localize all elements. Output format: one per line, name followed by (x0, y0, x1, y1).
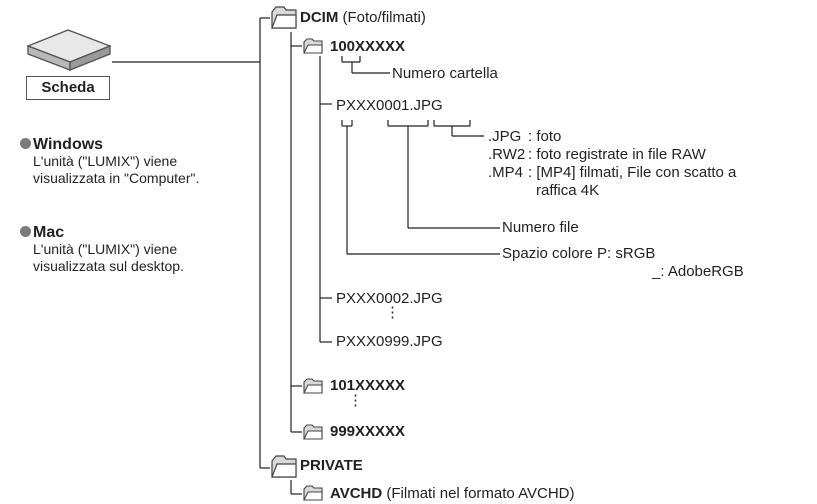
vdots-folders: ⋮ (348, 392, 363, 409)
bullet-icon (20, 138, 31, 149)
folder-icon (271, 455, 297, 478)
ext-mp4: .MP4 (488, 164, 524, 181)
mac-section: Mac L'unità ("LUMIX") viene visualizzata… (20, 224, 184, 275)
avchd-desc: (Filmati nel formato AVCHD) (382, 485, 575, 502)
ext-jpg: .JPG (488, 128, 522, 145)
ext-jpg-desc: : foto (528, 128, 562, 145)
sd-card-drive-icon (26, 29, 112, 71)
windows-title: Windows (33, 136, 104, 153)
file-number-label: Numero file (502, 219, 579, 236)
folder-number-label: Numero cartella (392, 65, 498, 82)
windows-section: Windows L'unità ("LUMIX") viene visualiz… (20, 136, 199, 187)
ext-rw2: .RW2 (488, 146, 526, 163)
folder-icon (303, 485, 323, 501)
folder-999-label: 999XXXXX (330, 423, 406, 440)
color-space-label2: _: AdobeRGB (652, 263, 744, 280)
ext-mp4-desc2: raffica 4K (536, 182, 600, 199)
color-space-label: Spazio colore P: sRGB (502, 245, 656, 262)
avchd-name: AVCHD (330, 485, 383, 502)
windows-line2: visualizzata in "Computer". (33, 170, 200, 186)
avchd-folder-label: AVCHD (Filmati nel formato AVCHD) (330, 485, 575, 502)
dcim-folder-label: DCIM (Foto/filmati) (300, 9, 426, 26)
file-0002-label: PXXX0002.JPG (336, 290, 443, 307)
bullet-icon (20, 226, 31, 237)
mac-line2: visualizzata sul desktop. (33, 258, 184, 274)
folder-icon (303, 378, 323, 394)
card-label: Scheda (26, 76, 110, 100)
mac-line1: L'unità ("LUMIX") viene (33, 241, 178, 257)
ext-rw2-desc: : foto registrate in file RAW (528, 146, 706, 163)
ext-mp4-desc: : [MP4] filmati, File con scatto a (528, 164, 737, 181)
private-folder-label: PRIVATE (300, 457, 363, 474)
folder-icon (303, 38, 323, 54)
mac-title: Mac (33, 224, 65, 241)
folder-icon (303, 424, 323, 440)
file-0999-label: PXXX0999.JPG (336, 333, 443, 350)
folder-icon (271, 6, 297, 29)
file-0001-label: PXXX0001.JPG (336, 97, 443, 114)
windows-line1: L'unità ("LUMIX") viene (33, 153, 178, 169)
vdots-files: ⋮ (385, 304, 400, 321)
dcim-desc: (Foto/filmati) (338, 9, 426, 26)
dcim-name: DCIM (300, 9, 339, 26)
folder-101-label: 101XXXXX (330, 377, 406, 394)
folder-100-label: 100XXXXX (330, 38, 406, 55)
